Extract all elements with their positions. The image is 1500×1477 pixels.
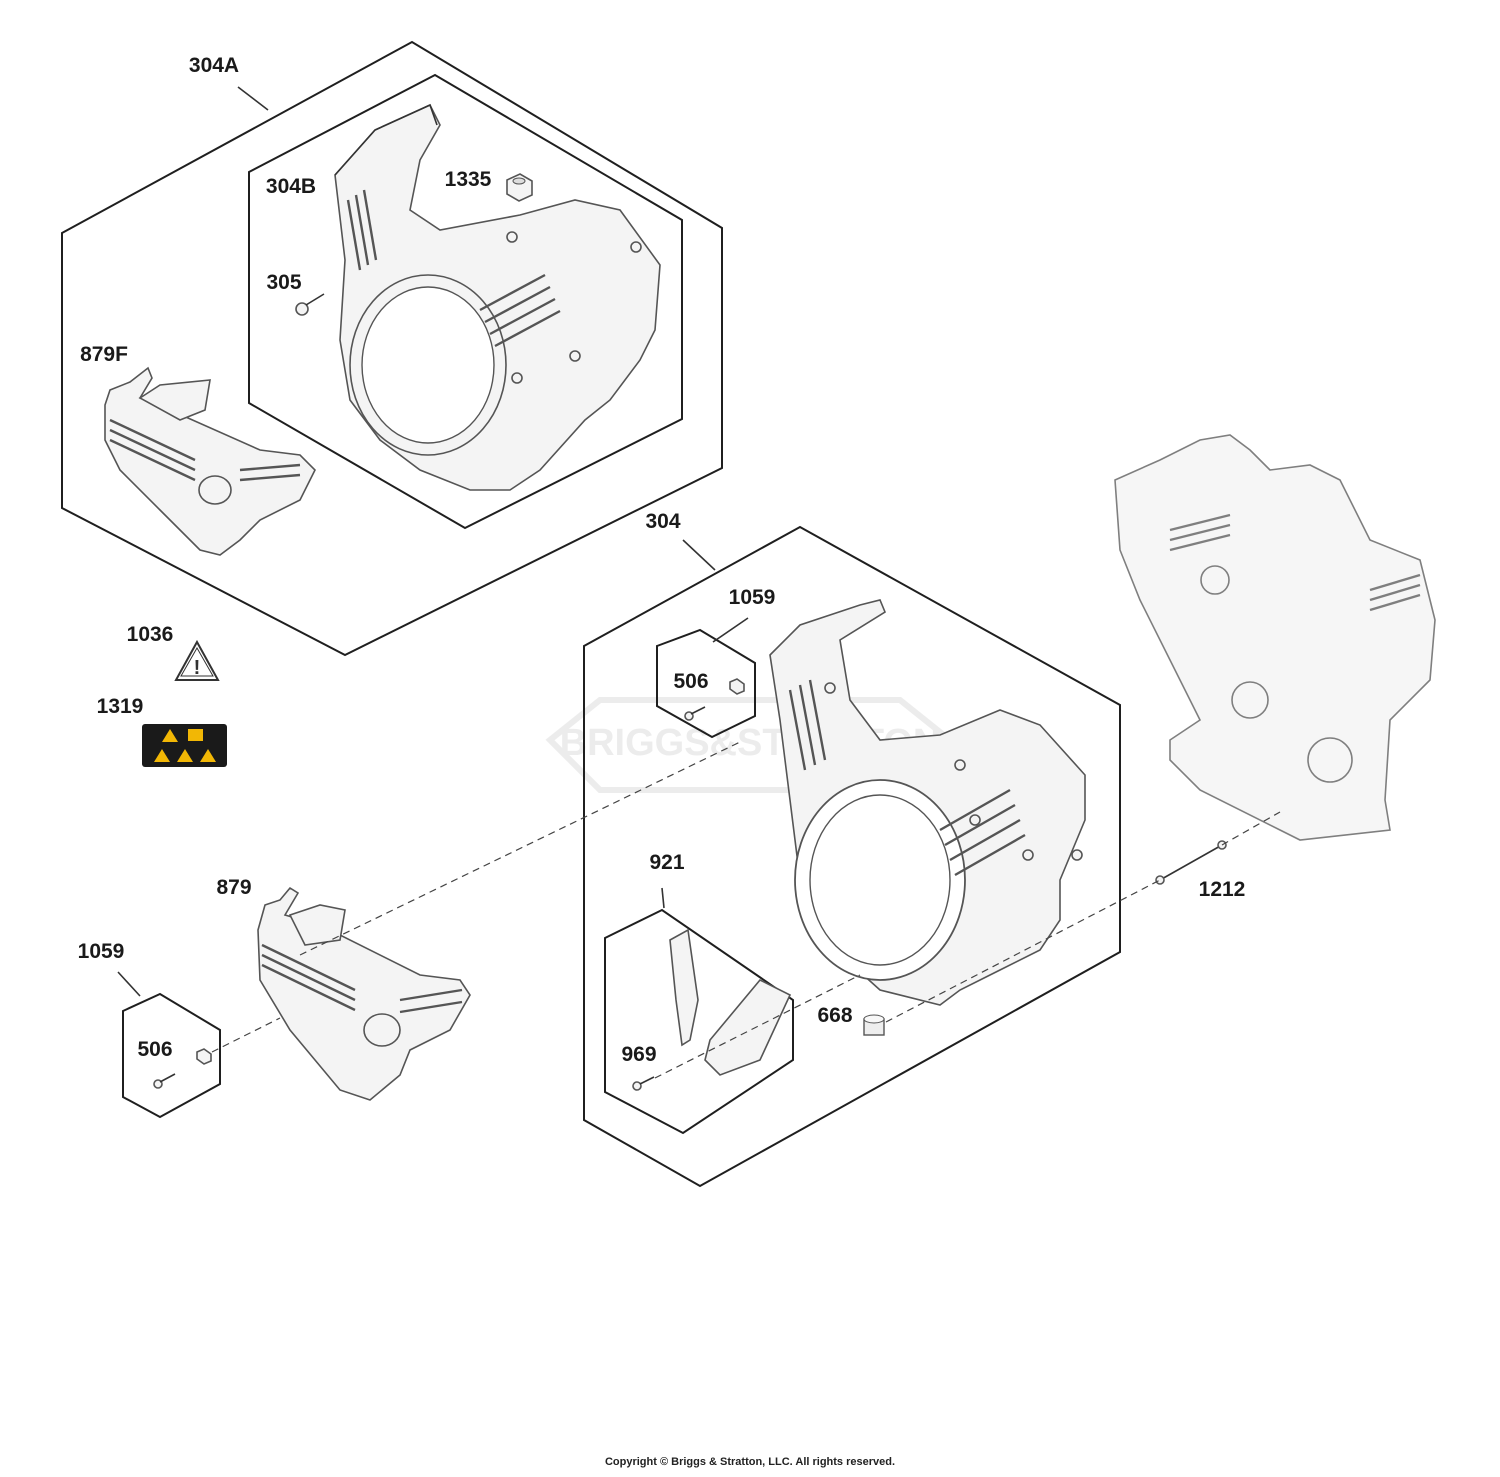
- callout-506-top: 506: [673, 670, 708, 693]
- kit-304A-frame: [61, 40, 723, 657]
- callout-1212: 1212: [1199, 878, 1246, 901]
- shroud-879-fins: [261, 943, 463, 1014]
- housing-fins: [788, 679, 1026, 877]
- callout-304B: 304B: [266, 175, 316, 198]
- safety-decal-1319-icon: [142, 724, 227, 767]
- callout-304: 304: [645, 510, 680, 533]
- screw-506-top-icon: [684, 678, 745, 721]
- callout-921: 921: [649, 851, 684, 874]
- callout-879: 879: [216, 876, 251, 899]
- shroud-879: [257, 886, 471, 1101]
- callout-1319: 1319: [97, 695, 144, 718]
- screw-506-bottom-icon: [153, 1048, 212, 1089]
- callout-labels: 304A 304B 1335 305 879F 1036 1319 304 10…: [78, 54, 1246, 1066]
- callout-1036: 1036: [127, 623, 174, 646]
- engine-fins: [1169, 513, 1421, 612]
- blower-housing-304B: [334, 103, 661, 491]
- kit-921-frame: [604, 887, 794, 1135]
- nut-1335-icon: [506, 173, 533, 202]
- shroud-fins: [109, 418, 301, 482]
- shroud-879F: [104, 366, 316, 556]
- callout-1335: 1335: [445, 168, 492, 191]
- callout-1059-top: 1059: [729, 586, 776, 609]
- callout-969: 969: [621, 1043, 656, 1066]
- bracket-921: [669, 928, 792, 1076]
- callout-506-bottom: 506: [137, 1038, 172, 1061]
- callout-304A: 304A: [189, 54, 239, 77]
- callout-879F: 879F: [80, 343, 128, 366]
- screw-305-icon: [295, 293, 325, 316]
- kit-304-frame: [583, 525, 1121, 1188]
- callout-305: 305: [266, 271, 301, 294]
- cooling-fins: [346, 189, 561, 348]
- warning-decal-1036-icon: !: [174, 639, 220, 681]
- callout-668: 668: [817, 1004, 852, 1027]
- kit-1059-bottom-frame: [117, 971, 221, 1119]
- kit-1059-top-frame: [656, 617, 756, 739]
- copyright-notice: Copyright © Briggs & Stratton, LLC. All …: [604, 1456, 896, 1468]
- screw-969-icon: [632, 1076, 655, 1091]
- bushing-668-icon: [863, 1014, 885, 1036]
- assembly-dashed-lines: [211, 741, 1281, 1079]
- engine-assembly: [1114, 434, 1436, 841]
- svg-text:!: !: [194, 657, 201, 679]
- kit-304B-frame: [248, 73, 683, 530]
- callout-1059-bottom: 1059: [78, 940, 125, 963]
- blower-housing-304: [769, 599, 1086, 1006]
